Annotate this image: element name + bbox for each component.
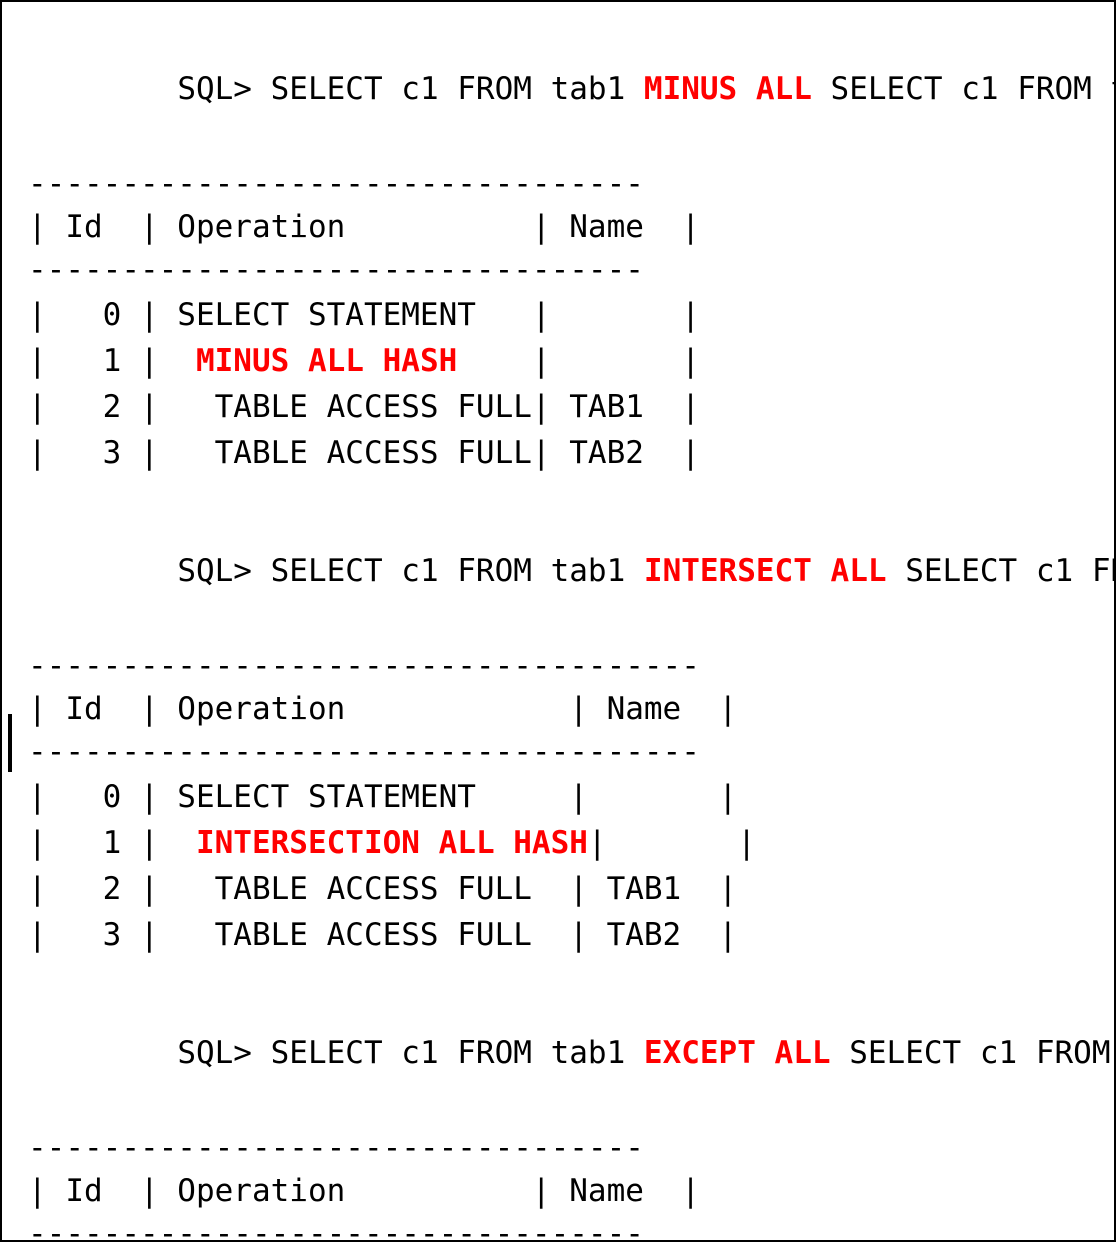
plan-row-suffix: | | [457, 343, 700, 379]
sql-set-operator-keyword: EXCEPT ALL [643, 1035, 831, 1071]
plan-header-row: | Id | Operation | Name | [28, 1173, 700, 1209]
plan-row-prefix: | 1 | [28, 343, 196, 379]
sql-set-operator-keyword: INTERSECT ALL [643, 553, 887, 589]
plan-operation-highlighted: MINUS ALL HASH [195, 343, 458, 379]
plan-block-intersect-all: SQL> SELECT c1 FROM tab1 INTERSECT ALL S… [28, 502, 1114, 958]
sql-statement-line: SQL> SELECT c1 FROM tab1 EXCEPT ALL SELE… [28, 984, 1114, 1122]
plan-row: | 2 | TABLE ACCESS FULL| TAB1 | [28, 389, 700, 425]
sql-statement-line: SQL> SELECT c1 FROM tab1 INTERSECT ALL S… [28, 502, 1114, 640]
plan-operation-highlighted: INTERSECTION ALL HASH [195, 825, 588, 861]
plan-row: | 0 | SELECT STATEMENT | | [28, 297, 700, 333]
plan-separator-top: --------------------------------- [28, 166, 644, 202]
sql-statement-suffix: SELECT c1 FROM tab2; [830, 71, 1114, 107]
plan-row: | 3 | TABLE ACCESS FULL | TAB2 | [28, 917, 738, 953]
plan-row: | 3 | TABLE ACCESS FULL| TAB2 | [28, 435, 700, 471]
sql-statement-line: SQL> SELECT c1 FROM tab1 MINUS ALL SELEC… [28, 20, 1114, 158]
sql-statement-prefix: SQL> SELECT c1 FROM tab1 [177, 553, 644, 589]
plan-separator-mid: --------------------------------- [28, 1216, 644, 1242]
sql-set-operator-keyword: MINUS ALL [643, 71, 812, 107]
plan-block-minus-all: SQL> SELECT c1 FROM tab1 MINUS ALL SELEC… [28, 20, 1114, 476]
plan-separator-top: ------------------------------------ [28, 648, 700, 684]
plan-header-row: | Id | Operation | Name | [28, 209, 700, 245]
plan-separator-mid: --------------------------------- [28, 252, 644, 288]
plan-separator-mid: ------------------------------------ [28, 734, 700, 770]
plan-rows: | 0 | SELECT STATEMENT | | | 1 | INTERSE… [28, 774, 1114, 958]
plan-row-suffix: | | [587, 825, 756, 861]
plan-row: | 0 | SELECT STATEMENT | | [28, 779, 738, 815]
sql-statement-prefix: SQL> SELECT c1 FROM tab1 [177, 71, 644, 107]
plan-separator-top: --------------------------------- [28, 1130, 644, 1166]
plan-row: | 1 | INTERSECTION ALL HASH| | [28, 820, 1114, 866]
sql-console-output: SQL> SELECT c1 FROM tab1 MINUS ALL SELEC… [2, 16, 1114, 1242]
sql-statement-suffix: SELECT c1 FROM tab2; [905, 553, 1114, 589]
sql-statement-prefix: SQL> SELECT c1 FROM tab1 [177, 1035, 644, 1071]
sql-statement-suffix: SELECT c1 FROM tab2; [849, 1035, 1111, 1071]
plan-row: | 2 | TABLE ACCESS FULL | TAB1 | [28, 871, 738, 907]
scan-artifact-mark [8, 714, 12, 772]
plan-block-except-all: SQL> SELECT c1 FROM tab1 EXCEPT ALL SELE… [28, 984, 1114, 1242]
plan-header-row: | Id | Operation | Name | [28, 691, 738, 727]
plan-row: | 1 | MINUS ALL HASH | | [28, 338, 1114, 384]
plan-row-prefix: | 1 | [28, 825, 196, 861]
plan-rows: | 0 | SELECT STATEMENT | | | 1 | MINUS A… [28, 292, 1114, 476]
